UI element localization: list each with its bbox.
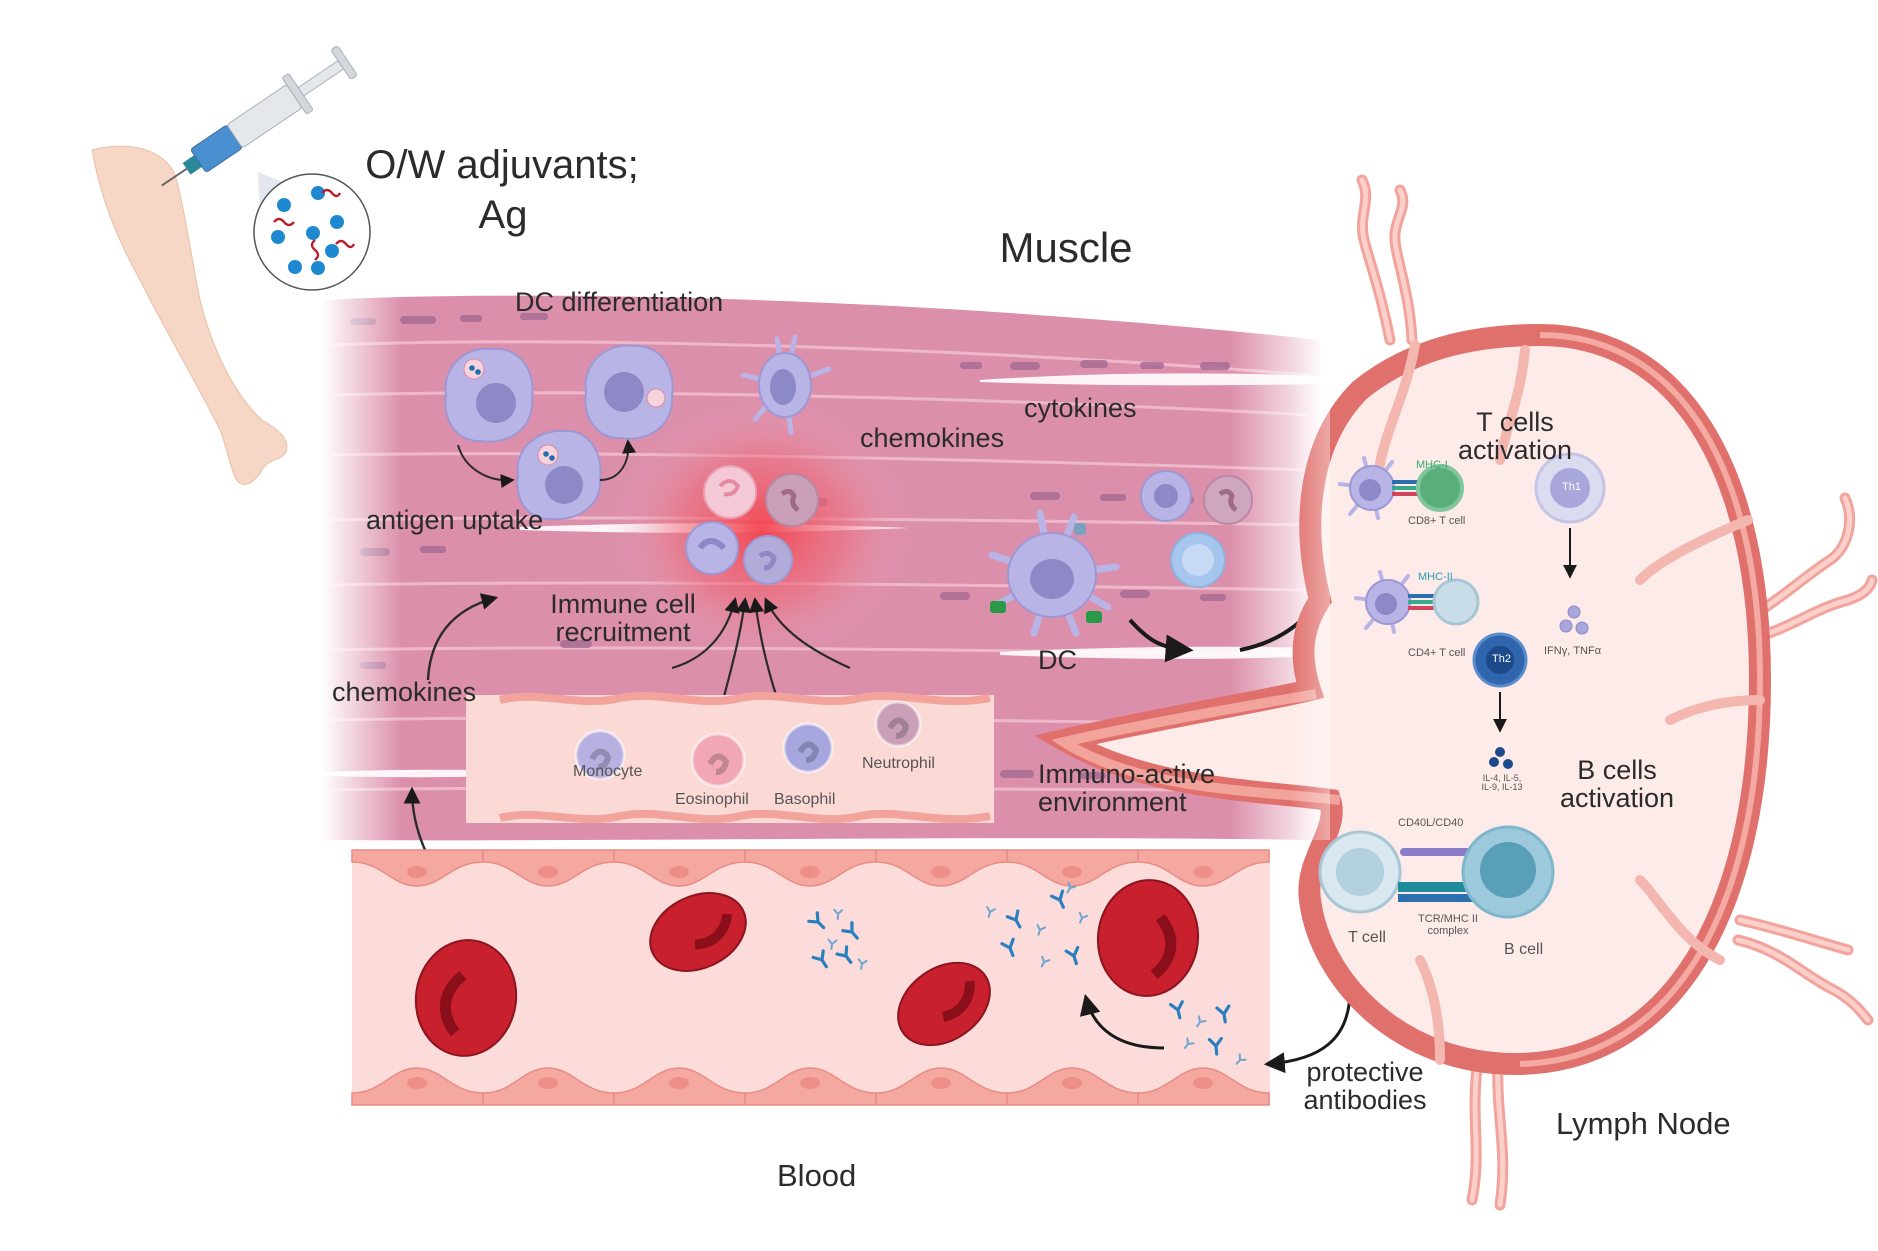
label-cd4-t-cell: CD4+ T cell [1408,647,1466,659]
label-dc: DC [1038,645,1077,675]
muscle-region-label: Muscle [999,224,1132,271]
label-cd8-t-cell: CD8+ T cell [1408,515,1466,527]
injection-title-line2: Ag [479,193,528,237]
label-t-cell: T cell [1348,929,1386,946]
syringe-icon [161,46,357,187]
label-cd40l-cd40: CD40L/CD40 [1398,817,1464,829]
label-b-activation: activation [1559,783,1675,814]
th2-cytokine-dots [1489,747,1513,769]
label-protective: protective [1306,1057,1424,1087]
recruited-immune-cells [685,465,819,585]
label-environment: environment [1038,787,1187,818]
th2-cell [1472,632,1528,688]
dc-cd4-pair [1354,570,1480,634]
label-basophil: Basophil [774,791,836,808]
label-t-activation: activation [1457,435,1573,466]
label-immune-cell: Immune cell [550,589,696,619]
label-b-cells-activation: B cells activation [1542,756,1692,813]
label-mhc2: MHC-II [1418,571,1453,583]
label-t-cells-activation: T cells activation [1440,408,1590,465]
dc-cd8-pair [1338,456,1464,520]
label-mhc1: MHC-I [1416,459,1448,471]
label-protective-antibodies: protective antibodies [1290,1058,1440,1115]
label-th2-cytokines: IL-4, IL-5, IL-9, IL-13 [1472,773,1532,793]
capillary-cell-monocyte [574,729,626,781]
capillary-cell-eosinophil [690,732,746,788]
label-chemokines-center: chemokines [860,423,1005,453]
tcell-bcell-synapse [1318,825,1555,919]
inflammation-site [612,400,912,660]
label-recruitment: recruitment [555,617,691,648]
injection-title: O/W adjuvants; [365,143,638,187]
label-cytokines: cytokines [1024,393,1137,423]
capillary-cell-neutrophil [874,700,922,748]
label-immune-cell-recruitment: Immune cell recruitment [548,590,698,647]
label-dc-differentiation: DC differentiation [515,287,724,317]
label-th2-cytokines-2: IL-9, IL-13 [1481,782,1523,793]
dendritic-cell [988,509,1120,637]
arm-illustration [91,145,288,485]
label-antigen-uptake: antigen uptake [366,505,544,535]
label-immuno-active: Immuno-active [1038,759,1216,789]
lymph-node-cells [1318,452,1606,919]
fade-overlay [1290,380,1330,840]
macrophage-cells [444,334,832,521]
label-eosinophil: Eosinophil [675,791,749,808]
label-th1-cytokines: IFNγ, TNFα [1544,645,1602,657]
label-neutrophil: Neutrophil [862,755,935,772]
adjuvant-magnifier [253,172,371,291]
label-tcr-1: TCR/MHC II [1418,913,1478,925]
label-immuno-active-environment: Immuno-active environment [1038,760,1215,817]
antigen-uptake-arrows [457,439,637,488]
label-th2-cytokines-1: IL-4, IL-5, [1482,773,1522,783]
label-tcr-2: complex [1427,924,1469,937]
label-chemokines-left: chemokines [332,677,477,707]
antibody-flow-arrows [1079,989,1352,1074]
dendritic-cell-differentiating [740,334,832,436]
th1-cell [1534,452,1606,524]
label-antibodies: antibodies [1303,1085,1427,1116]
th1-cytokine-dots [1559,605,1589,635]
blood-region-label: Blood [777,1158,857,1193]
label-th2: Th2 [1492,653,1511,665]
label-b-cells: B cells [1577,755,1657,785]
lymph-node-region-label: Lymph Node [1556,1106,1731,1141]
label-t-cells: T cells [1476,407,1554,437]
label-monocyte: Monocyte [573,763,643,780]
label-b-cell: B cell [1504,941,1544,958]
muscle-right-cells [1140,470,1253,588]
label-tcr-mhc2-complex: TCR/MHC II complex [1408,913,1488,937]
capillary-vessel [466,691,994,824]
red-blood-cells [414,879,1200,1057]
capillary-cell-basophil [782,722,834,774]
label-th1: Th1 [1562,481,1581,493]
